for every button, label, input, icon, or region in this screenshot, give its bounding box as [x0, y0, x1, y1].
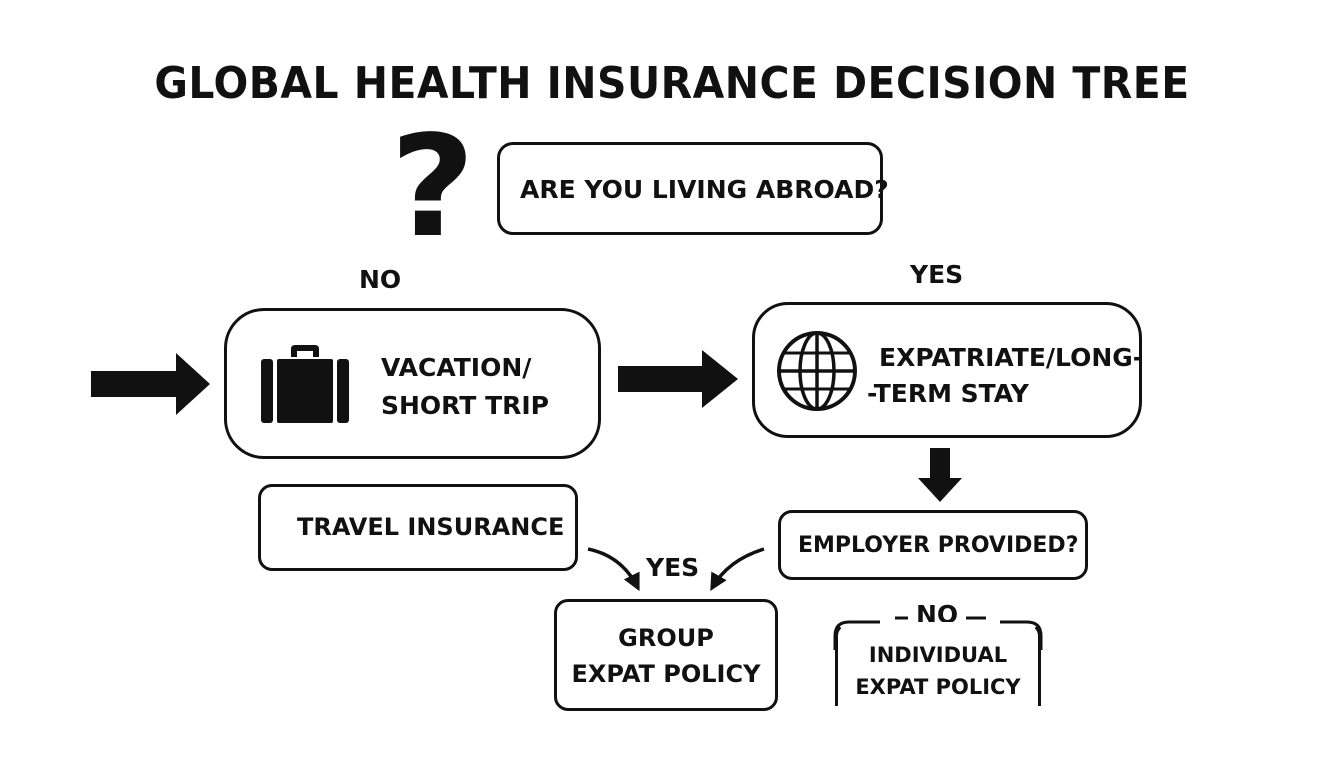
question-mark-icon: ? — [389, 106, 476, 269]
group-policy-label-line2: EXPAT POLICY — [571, 660, 761, 688]
diagram-title: GLOBAL HEALTH INSURANCE DECISION TREE — [154, 58, 1190, 109]
group-policy-label-line1: GROUP — [618, 624, 714, 652]
travel-to-group-curve — [587, 547, 640, 592]
living-abroad-label: ARE YOU LIVING ABROAD? — [520, 175, 889, 204]
entry-arrow — [91, 353, 210, 415]
vacation-to-expat-arrow — [618, 350, 738, 408]
group-expat-policy-node: GROUP EXPAT POLICY — [554, 599, 778, 711]
expat-to-employer-arrow — [918, 448, 962, 502]
travel-insurance-label: TRAVEL INSURANCE — [297, 513, 565, 541]
expat-label-line2: -TERM STAY — [867, 379, 1029, 408]
employer-to-group-curve — [710, 547, 765, 592]
travel-insurance-node: TRAVEL INSURANCE — [258, 484, 578, 571]
suitcase-icon — [261, 345, 349, 423]
individual-policy-label-line1: INDIVIDUAL — [868, 643, 1008, 667]
employer-provided-node: EMPLOYER PROVIDED? — [778, 510, 1088, 580]
vacation-node: VACATION/ SHORT TRIP — [224, 308, 601, 459]
vacation-label-line1: VACATION/ — [381, 353, 532, 382]
expat-label-line1: EXPATRIATE/LONG- — [879, 343, 1144, 372]
vacation-label-line2: SHORT TRIP — [381, 391, 549, 420]
individual-expat-policy-node: INDIVIDUAL EXPAT POLICY — [835, 622, 1041, 722]
yes-label-top: YES — [910, 260, 964, 289]
globe-icon — [777, 331, 857, 411]
employer-provided-label: EMPLOYER PROVIDED? — [798, 533, 1079, 558]
expat-node: EXPATRIATE/LONG- -TERM STAY — [752, 302, 1144, 438]
no-label-top: NO — [359, 265, 402, 294]
living-abroad-node: ARE YOU LIVING ABROAD? — [497, 142, 889, 235]
individual-policy-label-line2: EXPAT POLICY — [855, 675, 1021, 699]
yes-label-bottom: YES — [646, 553, 700, 582]
